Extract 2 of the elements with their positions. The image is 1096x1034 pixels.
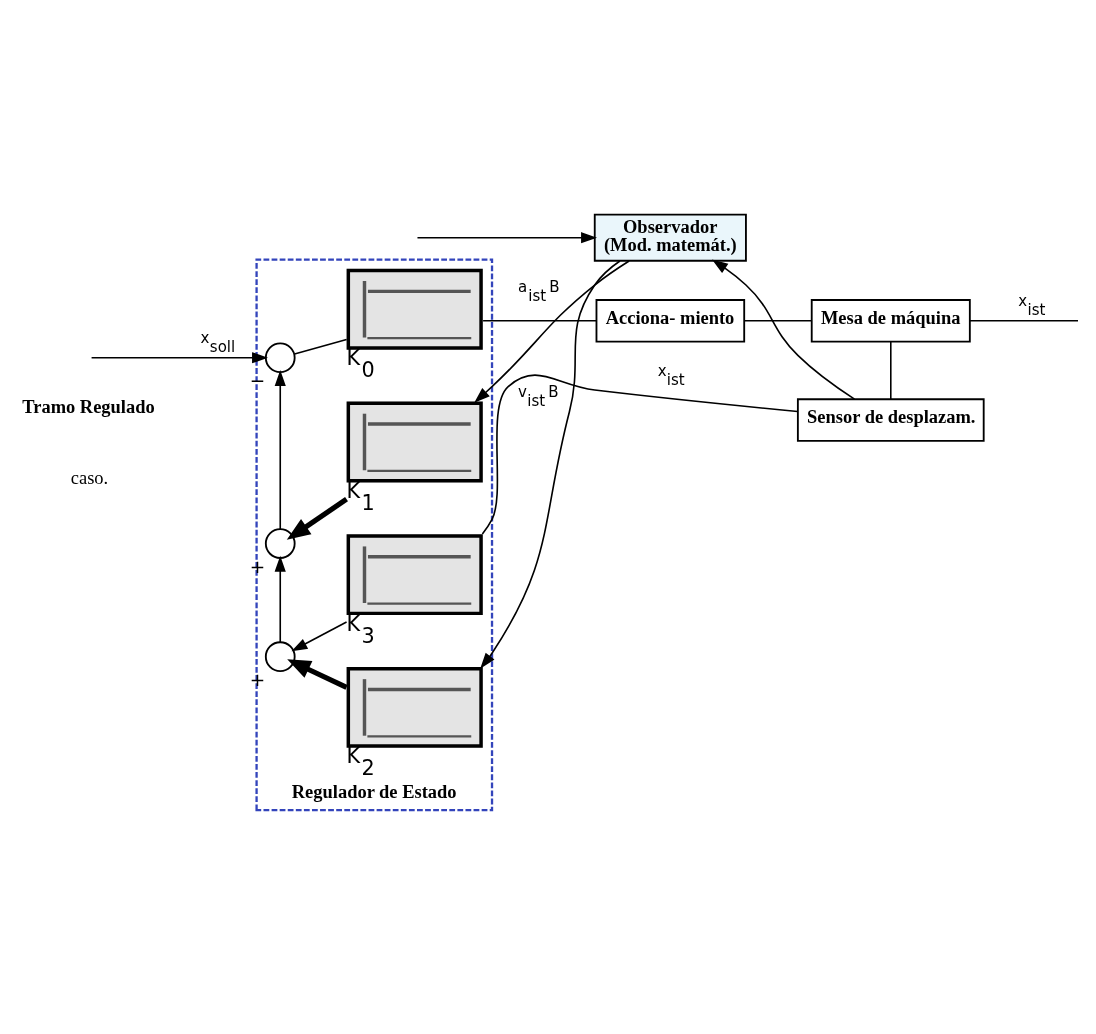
label: caso. [70,468,109,489]
label: Tramo Regulado [22,396,155,417]
